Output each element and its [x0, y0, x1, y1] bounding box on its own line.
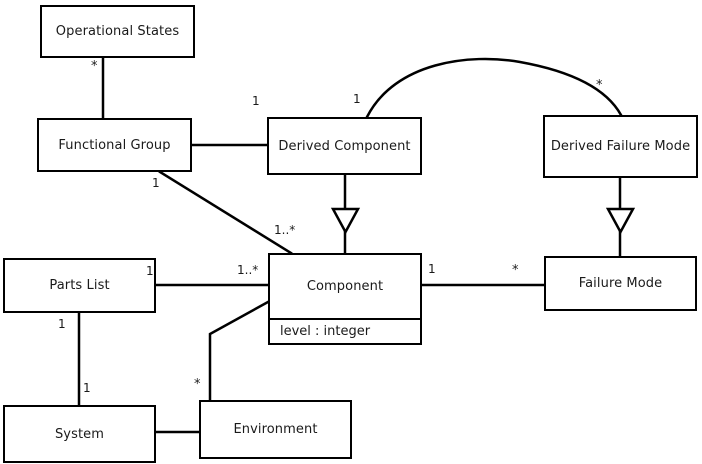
generalization-triangle-component: [330, 207, 361, 235]
edge-environment-component: [208, 300, 270, 402]
multiplicity-parts-list-system: 1: [58, 317, 66, 331]
class-box-environment[interactable]: Environment: [199, 400, 352, 459]
class-name-parts-list: Parts List: [49, 278, 110, 293]
generalization-triangle-failure-mode: [605, 207, 636, 235]
class-box-failure-mode[interactable]: Failure Mode: [544, 256, 697, 311]
class-attribute-component-level: level : integer: [270, 318, 420, 343]
class-name-system: System: [54, 426, 105, 442]
class-name-component: Component: [306, 279, 384, 294]
class-box-system[interactable]: System: [3, 405, 156, 463]
multiplicity-component-failure-mode: 1: [428, 262, 436, 276]
class-box-functional-group[interactable]: Functional Group: [37, 118, 192, 172]
multiplicity-component-functional-group: 1..*: [274, 223, 296, 237]
multiplicity-environment-component: *: [194, 377, 201, 392]
class-name-failure-mode: Failure Mode: [578, 276, 663, 291]
edge-functional-group-component: [158, 170, 293, 255]
multiplicity-functional-group-component: 1: [152, 176, 160, 190]
class-box-derived-component[interactable]: Derived Component: [267, 117, 422, 175]
class-box-derived-failure-mode[interactable]: Derived Failure Mode: [543, 115, 698, 178]
multiplicity-derived-failure-mode-arc: *: [596, 78, 603, 93]
class-box-operational-states[interactable]: Operational States: [40, 5, 195, 58]
multiplicity-parts-list-component: 1: [146, 264, 154, 278]
multiplicity-component-parts-list: 1..*: [237, 263, 259, 277]
multiplicity-operational-states-functional-group: *: [91, 59, 98, 74]
multiplicity-system-parts-list: 1: [83, 381, 91, 395]
class-name-environment: Environment: [233, 422, 318, 437]
class-name-derived-component: Derived Component: [278, 138, 411, 154]
class-name-functional-group: Functional Group: [58, 137, 171, 153]
class-box-parts-list[interactable]: Parts List: [3, 258, 156, 313]
multiplicity-derived-component-arc: 1: [353, 92, 361, 106]
edge-derived-component-derived-failure-mode-arc: [365, 57, 623, 119]
multiplicity-failure-mode-component: *: [512, 263, 519, 278]
multiplicity-functional-group-derived-component: 1: [252, 94, 260, 108]
class-name-operational-states: Operational States: [55, 24, 180, 39]
class-name-derived-failure-mode: Derived Failure Mode: [550, 139, 691, 154]
class-box-component[interactable]: Component level : integer: [268, 253, 422, 345]
